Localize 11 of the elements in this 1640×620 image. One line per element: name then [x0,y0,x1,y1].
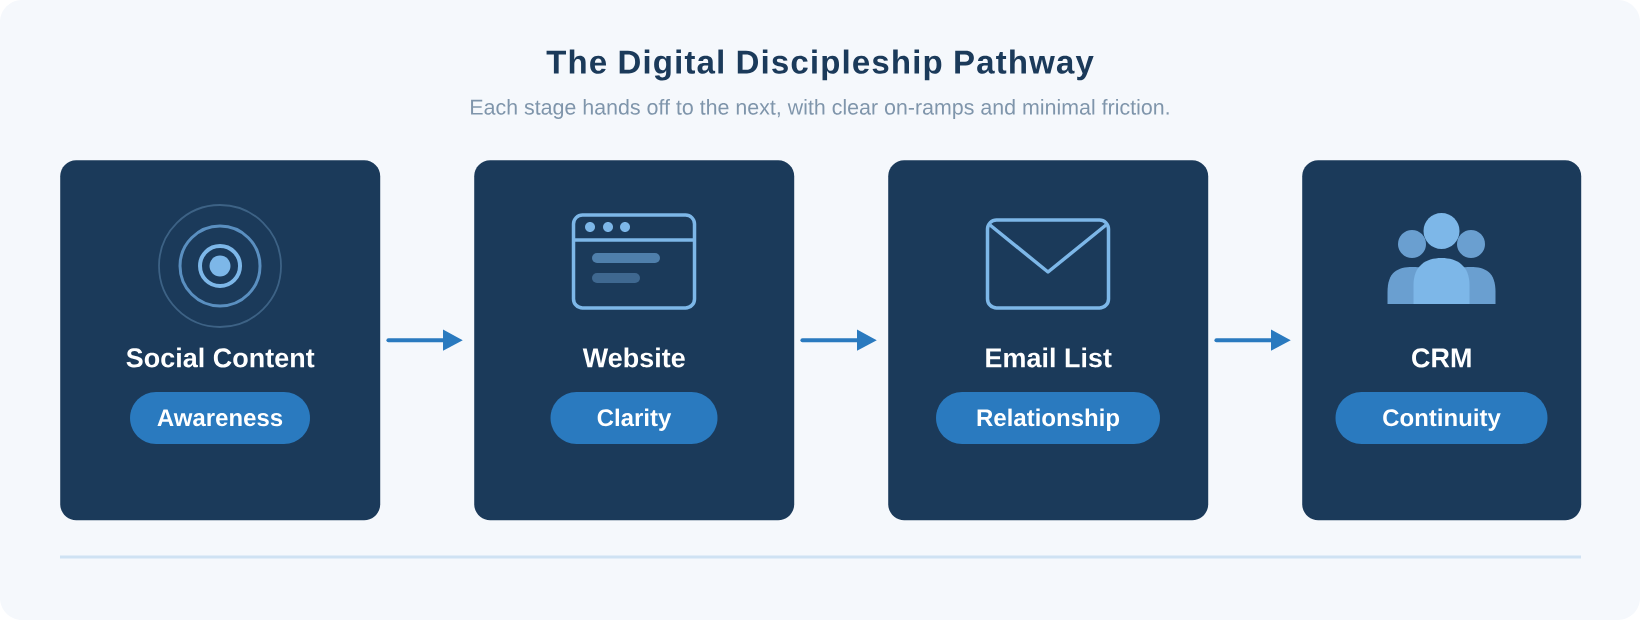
title: The Digital Discipleship Pathway [546,49,1094,81]
stage-pill: Continuity [1335,392,1548,444]
card-title: Social Content [126,347,315,368]
stage-pill: Awareness [130,392,310,444]
card-title: CRM [1412,348,1471,368]
subtitle: Each stage hands off to the next, with clear on-ramps and minimal friction. [471,99,1169,119]
stage-pill: Relationship [936,392,1160,444]
card-title: Website [582,347,685,368]
card-title: Email List [986,347,1112,368]
stage-card [60,160,381,521]
stage-card [474,160,795,521]
